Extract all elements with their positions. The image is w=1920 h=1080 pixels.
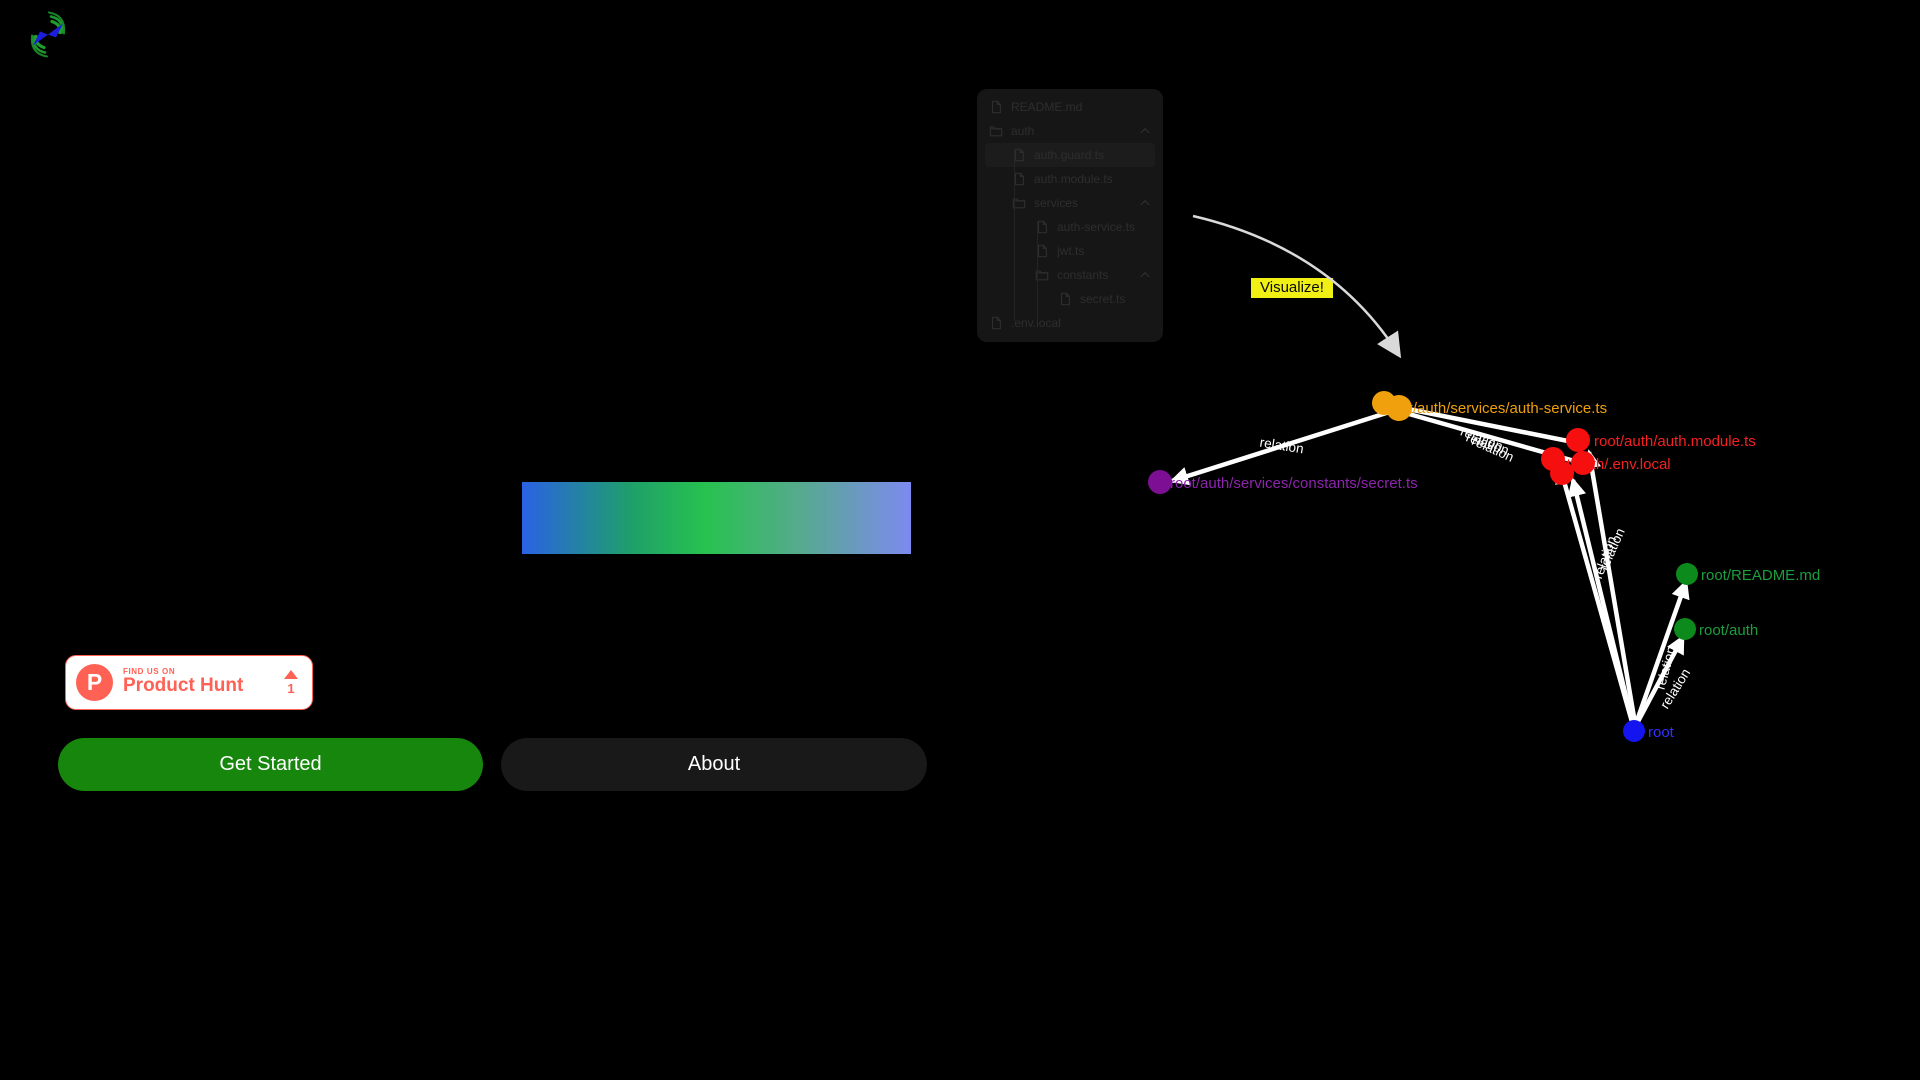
chevron-up-icon[interactable] (1139, 197, 1151, 209)
tree-item-label: auth.module.ts (1034, 172, 1113, 186)
indent-guide (1037, 221, 1038, 321)
tree-item-label: auth.guard.ts (1034, 148, 1105, 162)
visualize-annotation: Visualize! (1251, 278, 1333, 298)
node-root[interactable] (1623, 720, 1645, 742)
tree-item-label: auth (1011, 124, 1035, 138)
tree-item-auth-guard-ts[interactable]: auth.guard.ts (985, 143, 1155, 167)
tree-item-auth-service-ts[interactable]: auth-service.ts (985, 215, 1155, 239)
graph-edge (1632, 634, 1685, 731)
node-secret[interactable] (1148, 470, 1172, 494)
edge-label-relation: relation (1470, 433, 1517, 465)
indent-guide (1014, 149, 1015, 321)
file-icon (989, 100, 1003, 114)
graph-edge (1567, 477, 1637, 730)
file-icon (1035, 244, 1049, 258)
about-button[interactable]: About (501, 738, 927, 791)
chevron-up-icon[interactable] (1139, 269, 1151, 281)
node-red-b[interactable] (1550, 461, 1574, 485)
tree-item-label: .env.local (1011, 316, 1061, 330)
upvote-count: 1 (287, 680, 295, 696)
node-label: root/auth/auth.module.ts (1594, 433, 1756, 450)
node-label: root (1648, 724, 1675, 741)
product-hunt-texts: FIND US ON Product Hunt (123, 666, 244, 698)
file-icon (1012, 148, 1026, 162)
edge-label-relation: relation (1458, 424, 1505, 454)
graph-edge (1169, 406, 1400, 486)
folder-icon (1012, 196, 1026, 210)
node-label: root/auth/services/constants/secret.ts (1170, 475, 1418, 492)
file-icon (989, 316, 1003, 330)
edge-label-relation: relation (1259, 435, 1305, 457)
app-logo (26, 10, 70, 59)
node-auth-module[interactable] (1566, 428, 1590, 452)
edge-label-relation: relation (1590, 534, 1619, 581)
product-hunt-upvote[interactable]: 1 (284, 669, 298, 696)
node-label: root/auth/services/auth-service.ts (1387, 400, 1607, 417)
tree-item-jwt-ts[interactable]: jwt.ts (985, 239, 1155, 263)
tree-item-label: README.md (1011, 100, 1083, 114)
node-readme[interactable] (1676, 563, 1698, 585)
graph-edge (1631, 579, 1690, 730)
graph-edge (1582, 449, 1639, 730)
tree-item-label: services (1034, 196, 1079, 210)
product-hunt-logo: P (76, 664, 113, 701)
product-hunt-name: Product Hunt (123, 675, 244, 697)
swirl-galaxy-icon (30, 11, 66, 58)
tree-item-secret-ts[interactable]: secret.ts (985, 287, 1155, 311)
folder-icon (989, 124, 1003, 138)
gradient-headline-block (522, 482, 911, 554)
chevron-up-icon[interactable] (1139, 125, 1151, 137)
node-env-local[interactable] (1571, 451, 1595, 475)
product-hunt-badge[interactable]: P FIND US ON Product Hunt 1 (65, 655, 313, 710)
graph-edge (1555, 464, 1637, 730)
edge-label-relation: relation (1657, 666, 1693, 712)
folder-icon (1035, 268, 1049, 282)
product-hunt-find-us-on: FIND US ON (123, 666, 176, 676)
tree-item-label: constants (1057, 268, 1109, 282)
graph-edge (1397, 404, 1579, 446)
tree-item-readme-md[interactable]: README.md (985, 95, 1155, 119)
edge-label-relation: relation (1464, 429, 1511, 458)
tree-item-label: secret.ts (1080, 292, 1126, 306)
get-started-button[interactable]: Get Started (58, 738, 483, 791)
edge-label-relation: relation (1596, 526, 1628, 573)
node-label: root/auth (1699, 622, 1758, 639)
tree-item-auth[interactable]: auth (985, 119, 1155, 143)
tree-item-constants[interactable]: constants (985, 263, 1155, 287)
node-auth-service[interactable] (1386, 395, 1412, 421)
node-auth-dir[interactable] (1674, 618, 1696, 640)
upvote-triangle-icon (284, 669, 298, 679)
tree-item--env-local[interactable]: .env.local (985, 311, 1155, 335)
edge-label-relation: relation (1653, 645, 1679, 692)
tree-item-label: jwt.ts (1057, 244, 1085, 258)
tree-item-label: auth-service.ts (1057, 220, 1136, 234)
tree-item-services[interactable]: services (985, 191, 1155, 215)
tree-item-auth-module-ts[interactable]: auth.module.ts (985, 167, 1155, 191)
node-label: root/README.md (1701, 567, 1820, 584)
file-icon (1035, 220, 1049, 234)
file-tree-panel: README.md auth auth.guard.ts auth.module.ts… (977, 89, 1163, 342)
file-icon (1012, 172, 1026, 186)
file-icon (1058, 292, 1072, 306)
